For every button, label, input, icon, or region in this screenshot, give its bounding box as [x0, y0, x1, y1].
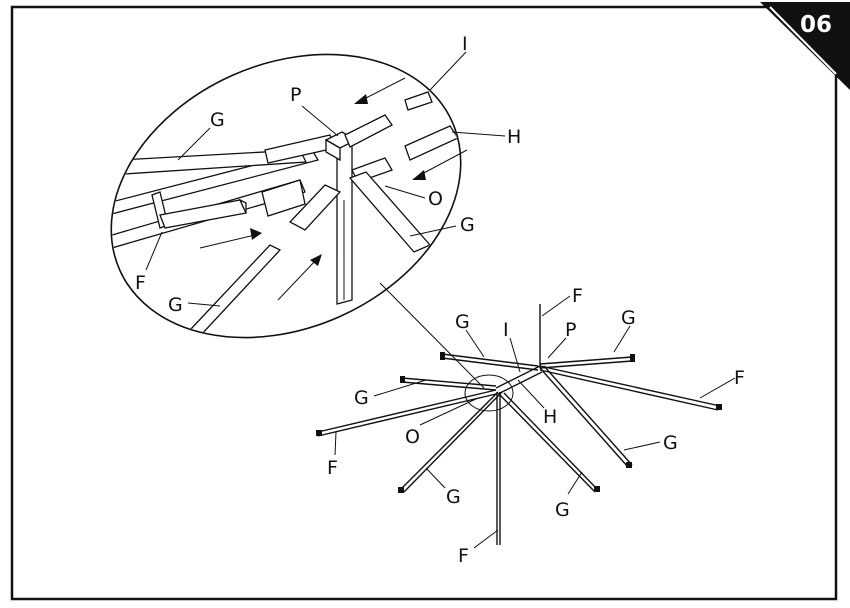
zoom-contents: [94, 91, 459, 337]
block-mid-left: [261, 179, 306, 217]
part-i-square: [404, 91, 433, 111]
arm-down-left: [288, 184, 342, 231]
label-f-right: F: [734, 367, 745, 389]
label-o: O: [428, 188, 443, 210]
label-g-topleft: G: [455, 311, 470, 333]
detail-labels: I P G H O G F G: [135, 33, 521, 316]
label-o-assembly: O: [405, 426, 420, 448]
label-g-lower-right: G: [555, 499, 570, 521]
label-f-bottom: F: [458, 545, 469, 567]
label-f-left: F: [327, 457, 338, 479]
label-g-right: G: [460, 214, 475, 236]
label-f-top: F: [572, 285, 583, 307]
insertion-arrows: [199, 77, 468, 301]
label-g-top: G: [210, 109, 225, 131]
rafter-g-lower-left: [399, 391, 499, 491]
label-p-assembly: P: [565, 319, 576, 341]
label-p: P: [290, 84, 301, 106]
rafter-g-topleft: [441, 353, 539, 367]
post-cap-p-side: [325, 138, 341, 162]
beam-piece-left-end: [238, 198, 247, 214]
ridge-beam: [495, 365, 541, 389]
rafter-g-topright: [539, 356, 633, 365]
rafter-g-left: [401, 377, 497, 387]
page-frame: [10, 5, 838, 601]
zoom-connector-line: [379, 282, 485, 389]
rafter-f-right: [539, 365, 721, 407]
rafter-g-right: [539, 367, 629, 468]
label-f: F: [135, 272, 146, 294]
assembly-labels: F G I P G F G H O G F G G F: [327, 285, 745, 567]
beam-piece-p-right: [344, 114, 393, 148]
hub-highlight-circle: [464, 374, 514, 412]
label-i-assembly: I: [503, 319, 509, 341]
label-g-right-assembly: G: [663, 432, 678, 454]
step-number: 06: [800, 12, 832, 38]
label-g-left: G: [354, 387, 369, 409]
rafter-f-left: [317, 389, 497, 433]
label-i: I: [462, 33, 468, 55]
label-g-topright: G: [621, 307, 636, 329]
step-badge: 06: [760, 2, 850, 90]
label-g-bottom: G: [168, 294, 183, 316]
label-g-lower-left: G: [446, 486, 461, 508]
label-h-assembly: H: [543, 406, 557, 428]
detail-zoom-view: I P G H O G F G: [94, 33, 521, 389]
roof-frame-assembly: F G I P G F G H O G F G G F: [316, 285, 745, 567]
label-h: H: [507, 126, 521, 148]
